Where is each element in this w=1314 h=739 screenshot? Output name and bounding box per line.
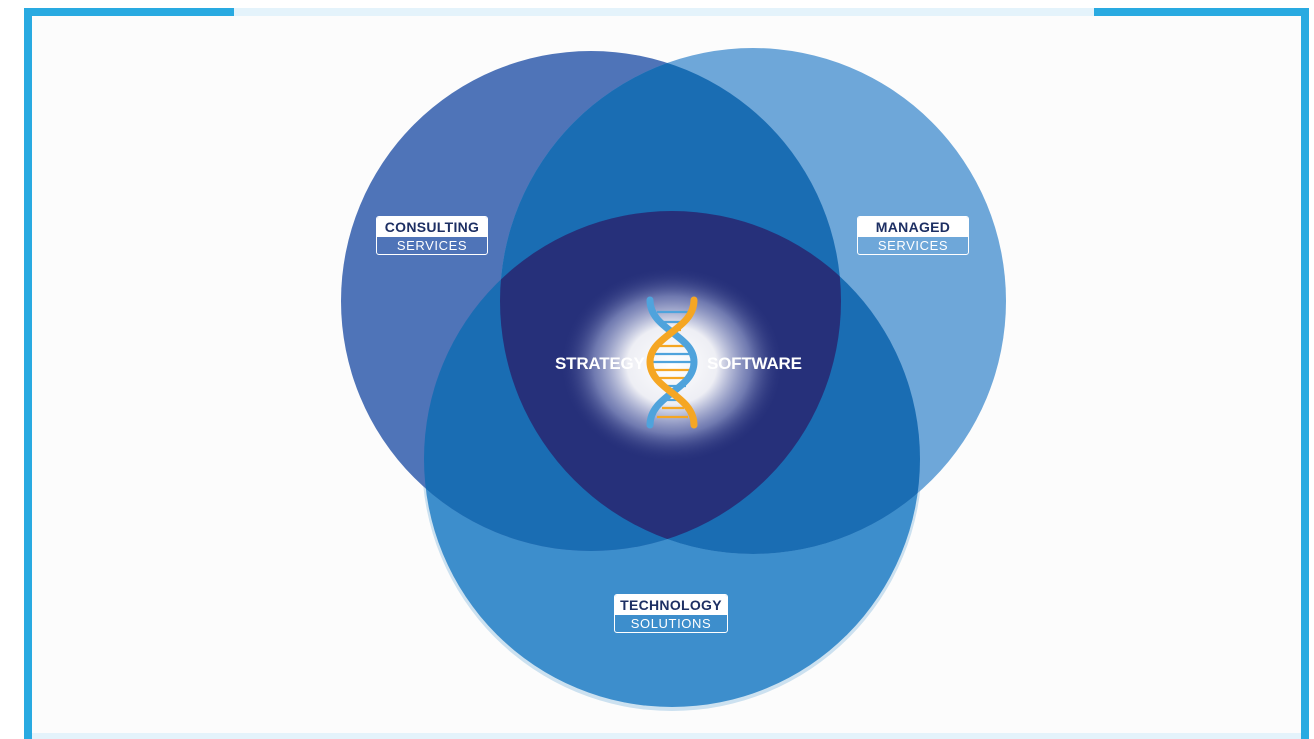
frame-top-right-bar xyxy=(1094,8,1309,16)
technology-label-title: TECHNOLOGY xyxy=(615,595,727,615)
managed-label: MANAGED SERVICES xyxy=(857,216,969,255)
center-software-text: SOFTWARE xyxy=(707,354,802,373)
technology-label-subtitle: SOLUTIONS xyxy=(630,616,712,631)
center-strategy-text: STRATEGY xyxy=(555,354,645,373)
frame-bottom-light xyxy=(24,733,1309,739)
consulting-label-subtitle: SERVICES xyxy=(396,238,468,253)
frame-left-bar xyxy=(24,8,32,739)
managed-label-title: MANAGED xyxy=(858,217,968,237)
consulting-label: CONSULTING SERVICES xyxy=(376,216,488,255)
dna-helix-icon xyxy=(646,296,698,429)
core-glow xyxy=(560,267,784,463)
consulting-label-title: CONSULTING xyxy=(377,217,487,237)
frame-right-bar xyxy=(1301,8,1309,739)
managed-label-subtitle: SERVICES xyxy=(877,238,949,253)
frame-top-left-bar xyxy=(24,8,234,16)
technology-label: TECHNOLOGY SOLUTIONS xyxy=(614,594,728,633)
frame-top-light xyxy=(234,8,1094,16)
